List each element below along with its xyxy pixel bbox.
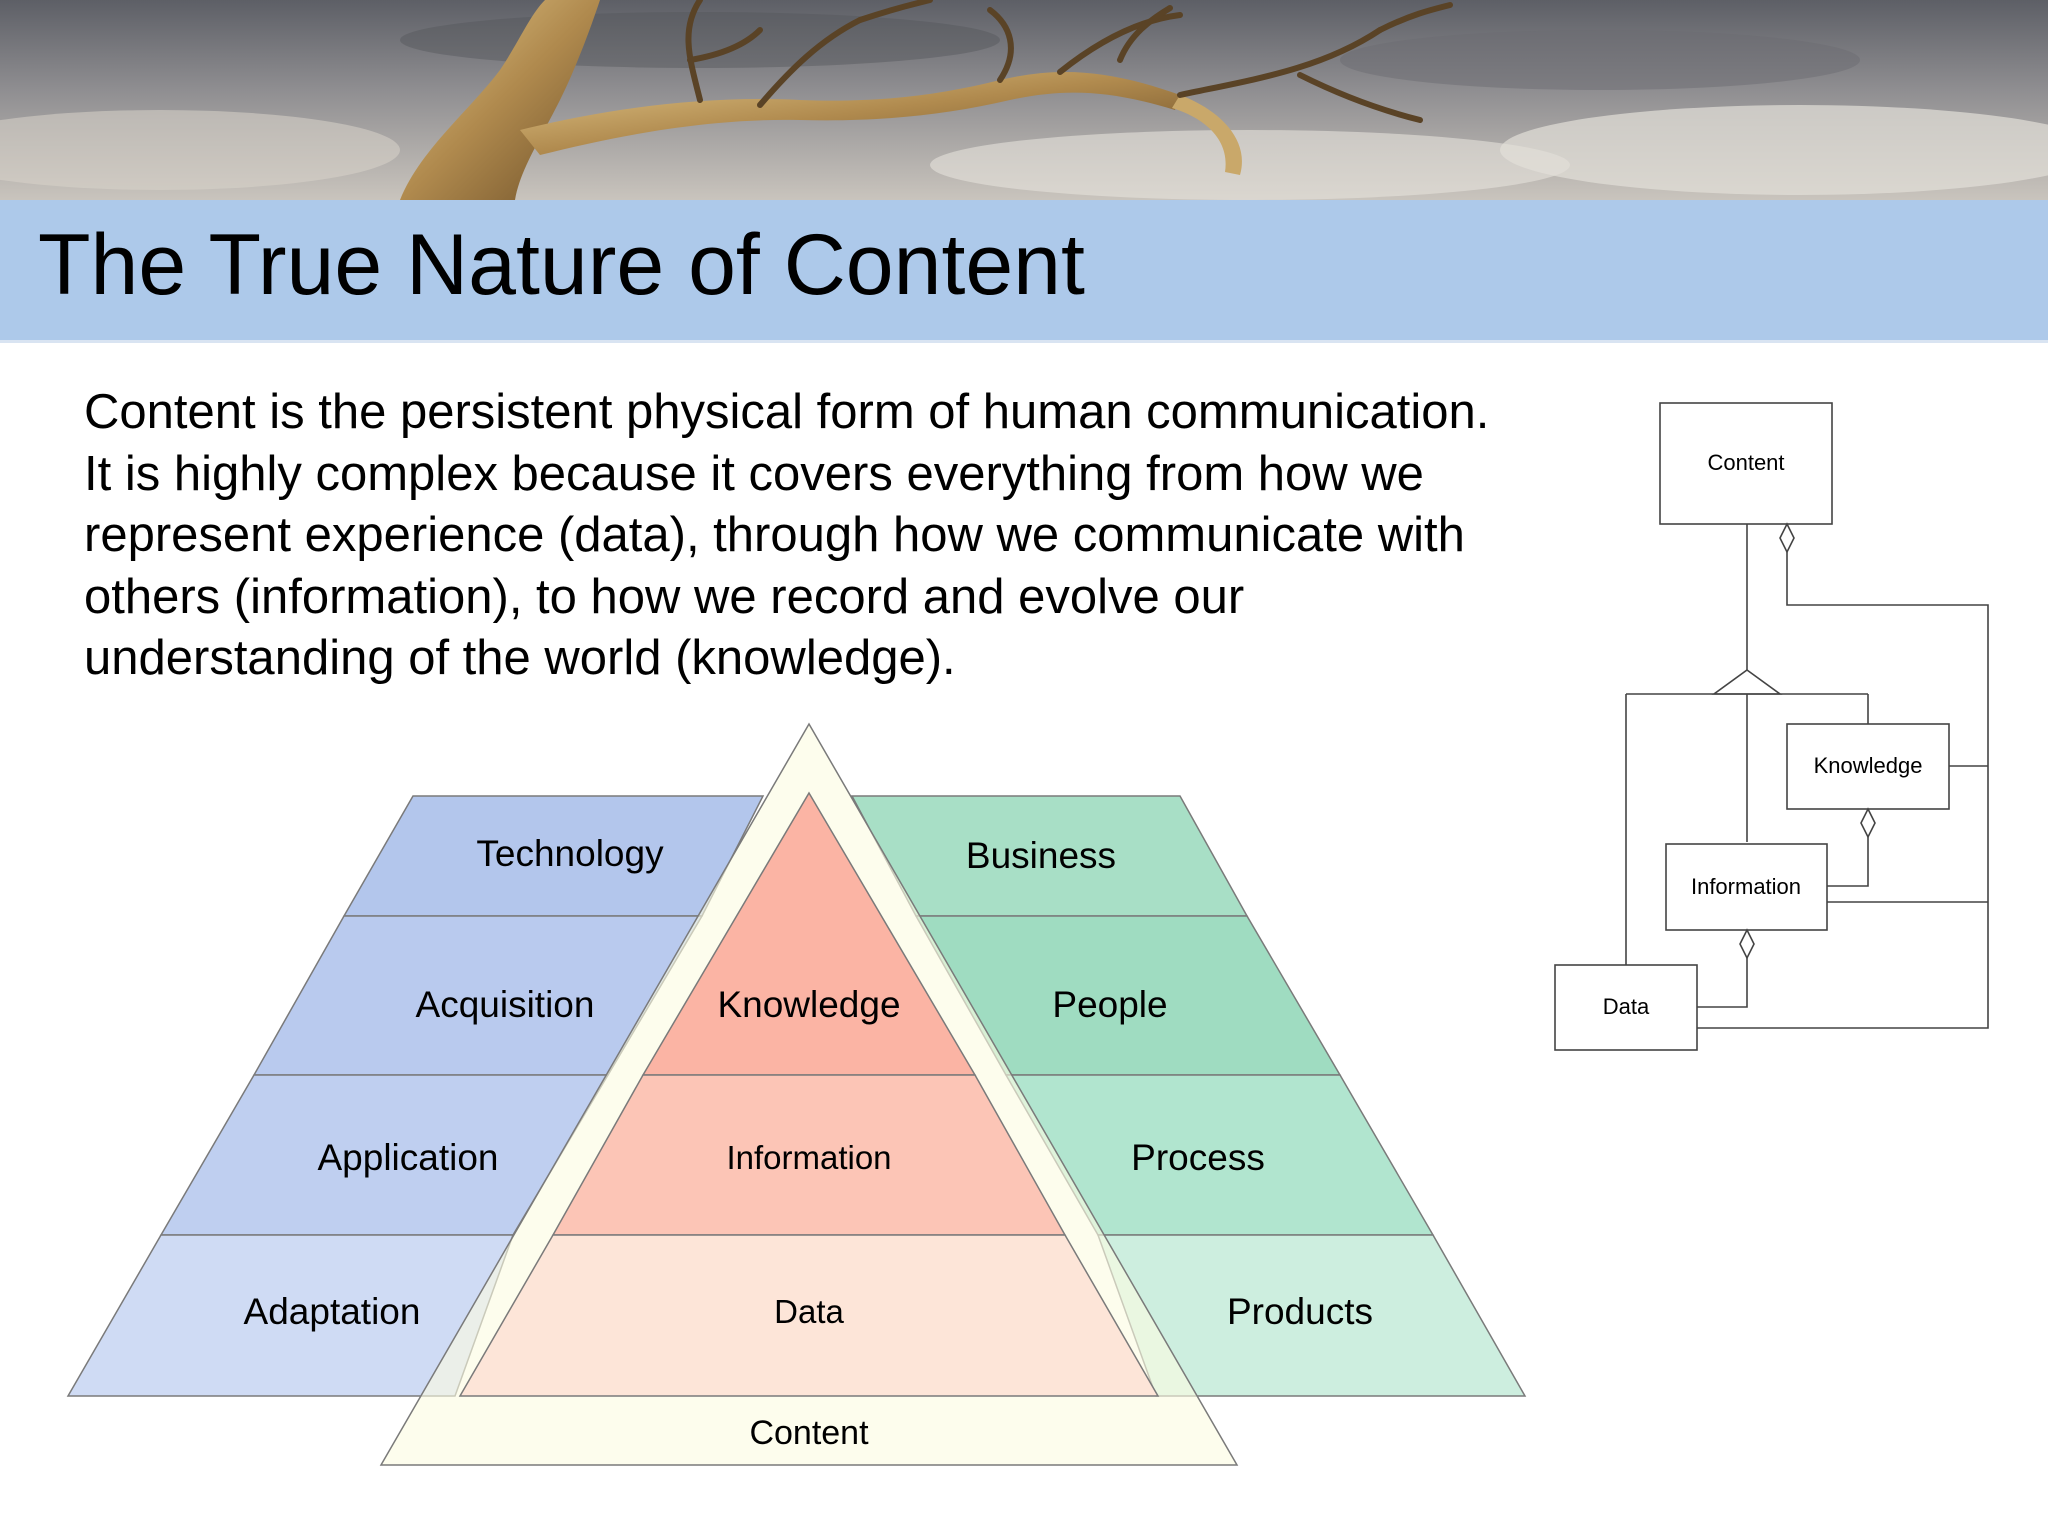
slide-title: The True Nature of Content <box>38 217 1085 313</box>
uml-label-information: Information <box>1691 874 1801 899</box>
center-label-information: Information <box>726 1139 891 1176</box>
title-bar <box>0 200 2048 343</box>
uml-box-information <box>1665 843 1828 931</box>
uml-label-content: Content <box>1707 450 1784 475</box>
body-line: represent experience (data), through how… <box>84 508 1465 562</box>
right-label-process: Process <box>1131 1137 1265 1178</box>
uml-label-knowledge: Knowledge <box>1814 753 1923 778</box>
data-level <box>458 1234 1160 1397</box>
aggregation-diamond-information <box>1739 928 1755 960</box>
base-label-content: Content <box>749 1414 869 1452</box>
left-label-technology: Technology <box>476 833 664 874</box>
body-line: others (information), to how we record a… <box>84 569 1245 624</box>
aggregation-diamond-content <box>1779 522 1795 554</box>
body-line: understanding of the world (knowledge). <box>84 631 956 685</box>
center-label-knowledge: Knowledge <box>717 984 900 1025</box>
tree-branch-photo <box>0 0 2048 200</box>
left-label-acquisition: Acquisition <box>416 984 595 1025</box>
body-line: Content is the persistent physical form … <box>84 385 1490 439</box>
left-label-adaptation: Adaptation <box>244 1291 421 1332</box>
body-paragraph: Content is the persistent physical form … <box>84 382 1584 690</box>
right-label-people: People <box>1052 984 1167 1025</box>
uml-box-content <box>1659 402 1833 525</box>
header-banner-image <box>0 0 2048 200</box>
aggregation-diamond-knowledge <box>1860 807 1876 839</box>
right-label-products: Products <box>1227 1291 1373 1332</box>
right-label-business: Business <box>966 835 1116 876</box>
generalization-triangle <box>1711 669 1783 695</box>
uml-box-knowledge <box>1786 723 1950 810</box>
left-label-application: Application <box>317 1137 498 1178</box>
uml-label-data: Data <box>1603 994 1650 1019</box>
body-line: It is highly complex because it covers e… <box>84 446 1424 501</box>
center-label-data: Data <box>774 1293 844 1330</box>
